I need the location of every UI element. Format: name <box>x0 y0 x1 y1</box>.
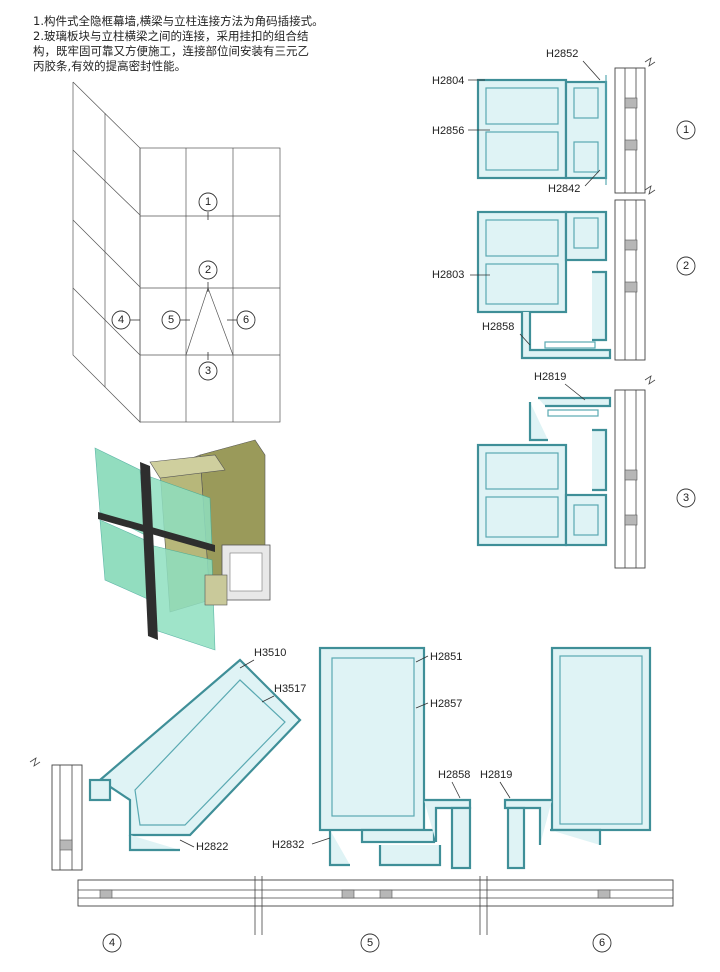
elevation-marker-4: 4 <box>111 310 131 330</box>
elevation-marker-5: 5 <box>161 310 181 330</box>
marker-label: 2 <box>205 264 211 276</box>
note-line-3: 构，既牢固可靠又方便施工，连接部位间安装有三元乙 <box>33 44 309 58</box>
plan-section-corner: H3510 H3517 H2822 <box>29 647 306 871</box>
design-notes: 1.构件式全隐框幕墙,横梁与立柱连接方法为角码插接式。 2.玻璃板块与立柱横梁之… <box>33 14 413 74</box>
label-h2822: H2822 <box>196 841 228 853</box>
label-h2804: H2804 <box>432 75 464 87</box>
section-detail-3: H2819 3 <box>476 371 696 569</box>
elevation-marker-2: 2 <box>198 260 218 280</box>
label-h3517: H3517 <box>274 683 306 695</box>
marker-label: 3 <box>683 492 689 504</box>
label-h2857: H2857 <box>430 698 462 710</box>
elevation-marker-6: 6 <box>236 310 256 330</box>
label-h2819: H2819 <box>534 371 566 383</box>
label-h2856: H2856 <box>432 125 464 137</box>
elevation-marker-1: 1 <box>198 192 218 212</box>
marker-label: 5 <box>367 937 373 949</box>
elevation-wireframe <box>72 81 281 423</box>
section-marker-1 <box>676 120 696 140</box>
label-h3510: H3510 <box>254 647 286 659</box>
marker-label: 4 <box>109 937 115 949</box>
marker-label: 1 <box>683 124 689 136</box>
marker-label: 1 <box>205 196 211 208</box>
marker-label: 4 <box>118 314 124 326</box>
section-marker-2 <box>676 256 696 276</box>
label-h2858: H2858 <box>438 769 470 781</box>
marker-label: 6 <box>243 314 249 326</box>
elevation-marker-3: 3 <box>198 361 218 381</box>
curtain-wall-3d-model <box>94 439 271 651</box>
section-marker-5: 5 <box>360 933 380 953</box>
note-line-4: 丙胶条,有效的提高密封性能。 <box>33 59 187 73</box>
plan-section-end: H2819 <box>480 646 652 870</box>
marker-label: 2 <box>683 260 689 272</box>
plan-section-mullion: H2851 H2857 H2858 H2832 <box>272 646 472 870</box>
label-h2851: H2851 <box>430 651 462 663</box>
section-detail-1: H2852 H2804 H2856 H2842 1 <box>432 48 696 195</box>
label-h2852: H2852 <box>546 48 578 60</box>
note-line-2: 2.玻璃板块与立柱横梁之间的连接，采用挂扣的组合结 <box>33 29 309 43</box>
label-h2842: H2842 <box>548 183 580 195</box>
section-marker-3 <box>676 488 696 508</box>
note-line-1: 1.构件式全隐框幕墙,横梁与立柱连接方法为角码插接式。 <box>33 14 324 28</box>
section-detail-2: H2803 H2858 2 <box>432 199 696 385</box>
bottom-glazing-strip <box>77 876 674 935</box>
marker-label: 5 <box>168 314 174 326</box>
label-h2832: H2832 <box>272 839 304 851</box>
marker-label: 3 <box>205 365 211 377</box>
label-h2803: H2803 <box>432 269 464 281</box>
label-h2819: H2819 <box>480 769 512 781</box>
section-marker-4: 4 <box>102 933 122 953</box>
label-h2858: H2858 <box>482 321 514 333</box>
section-marker-6: 6 <box>592 933 612 953</box>
marker-label: 6 <box>599 937 605 949</box>
